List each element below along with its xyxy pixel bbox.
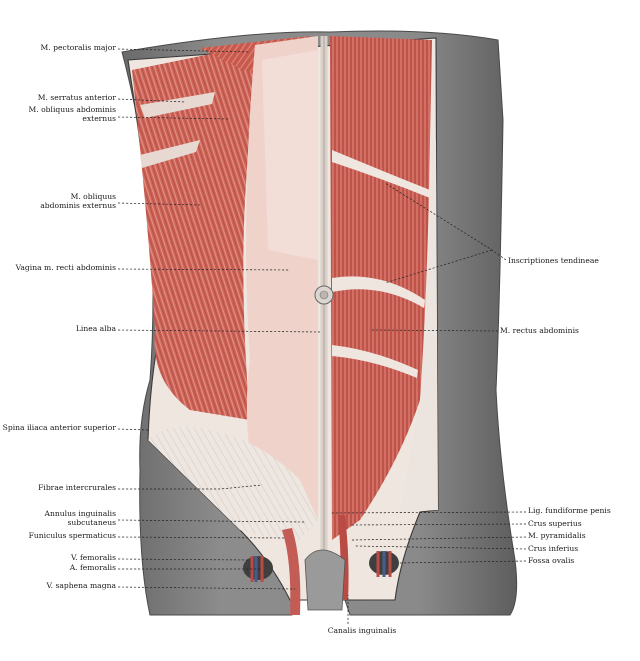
leader-v-saphena <box>117 586 296 590</box>
label-lig-fundiforme: Lig. fundiforme penis <box>528 506 611 515</box>
aponeurosis-right <box>400 140 438 512</box>
leader-vagina <box>117 268 291 271</box>
label-funiculus: Funiculus spermaticus <box>29 531 116 540</box>
label-fibrae: Fibrae intercrurales <box>38 483 116 492</box>
leader-obliquus-1 <box>117 116 231 120</box>
leader-annulus <box>117 519 306 523</box>
leader-lig-fundiforme <box>329 511 527 514</box>
label-canalis: Canalis inguinalis <box>328 626 397 635</box>
leader-pectoralis <box>117 48 251 53</box>
leader-spina <box>117 428 149 431</box>
spermatic-cord-left <box>282 528 301 615</box>
leader-obliquus-2 <box>117 202 201 206</box>
label-linea-alba: Linea alba <box>76 324 117 333</box>
label-pectoralis: M. pectoralis major <box>41 43 117 52</box>
label-a-femoralis: A. femoralis <box>69 563 116 572</box>
external-oblique-muscle <box>132 45 255 420</box>
leader-crus-inferius <box>354 545 527 550</box>
tendinous-inscription-1 <box>332 150 430 198</box>
leader-fossa-ovalis <box>397 560 527 564</box>
leader-inscriptiones-2 <box>384 249 493 284</box>
label-serratus: M. serratus anterior <box>38 93 117 102</box>
serratus-digitations <box>140 92 215 168</box>
leader-fibrae <box>118 484 263 490</box>
label-fossa-ovalis: Fossa ovalis <box>528 556 574 565</box>
genital-base <box>304 549 346 611</box>
leader-serratus <box>117 98 186 103</box>
label-rectus: M. rectus abdominis <box>500 326 579 335</box>
femoral-opening-left <box>243 556 273 580</box>
leader-rectus <box>371 329 499 332</box>
label-crus-superius: Crus superius <box>528 519 582 528</box>
label-inscriptiones: Inscriptiones tendineae <box>508 256 599 265</box>
inguinal-aponeurosis <box>148 426 318 540</box>
leader-linea-alba <box>117 329 321 333</box>
leader-pyramidalis <box>351 536 527 541</box>
tendinous-inscription-2 <box>332 276 425 308</box>
label-spina: Spina iliaca anterior superior <box>3 423 117 432</box>
label-v-femoralis: V. femoralis <box>70 553 116 562</box>
tendinous-inscription-3 <box>332 345 418 378</box>
label-vagina: Vagina m. recti abdominis <box>15 263 117 272</box>
leader-v-femoralis <box>117 558 249 561</box>
label-v-saphena: V. saphena magna <box>46 581 117 590</box>
leader-crus-superius <box>349 523 527 526</box>
label-crus-inferius: Crus inferius <box>528 544 578 553</box>
label-pyramidalis: M. pyramidalis <box>528 531 586 540</box>
